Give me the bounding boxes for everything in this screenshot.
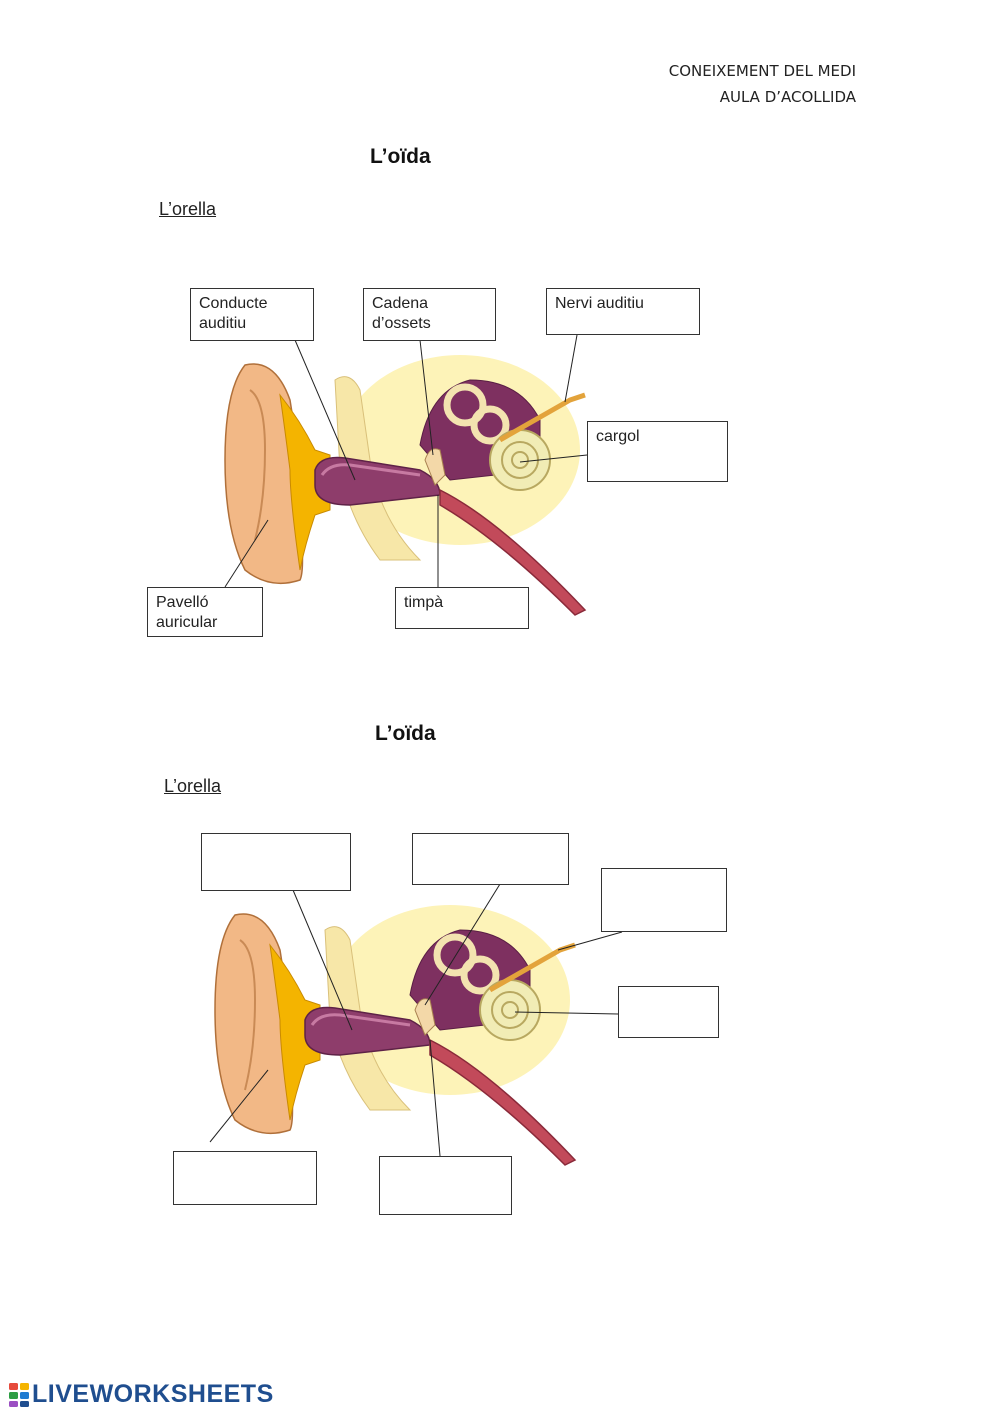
label-cargol-text: cargol	[596, 428, 640, 445]
section-subtitle-2: L’orella	[164, 776, 222, 796]
class-title: AULA D’ACOLLIDA	[719, 88, 856, 106]
answer-box-pavello[interactable]	[173, 1151, 317, 1205]
label-nervi-text: Nervi auditiu	[555, 295, 644, 312]
label-cadena-line1: Cadena	[372, 295, 429, 312]
answer-box-cadena[interactable]	[412, 833, 569, 885]
subject-title: CONEIXEMENT DEL MEDI	[668, 62, 856, 80]
label-conducte-line2: auditiu	[199, 315, 247, 332]
ear-illustration-1	[224, 334, 588, 616]
label-nervi-auditiu: Nervi auditiu	[546, 288, 700, 335]
answer-box-timpa[interactable]	[379, 1156, 512, 1215]
label-cargol: cargol	[587, 421, 728, 482]
ear-illustration-2	[214, 905, 577, 1166]
label-cadena-line2: d’ossets	[372, 315, 431, 332]
answer-box-cargol[interactable]	[618, 986, 719, 1038]
label-pavello-line2: auricular	[156, 614, 218, 631]
page-title-1: L’oïda	[370, 145, 431, 168]
section-subtitle-1: L’orella	[159, 199, 217, 219]
answer-box-conducte[interactable]	[201, 833, 351, 891]
label-conducte-line1: Conducte	[199, 295, 268, 312]
liveworksheets-logo-icon	[9, 1382, 29, 1407]
label-timpa-text: timpà	[404, 594, 444, 611]
footer-brand: LIVEWORKSHEETS	[8, 1380, 274, 1409]
label-pavello-line1: Pavelló	[156, 594, 209, 611]
label-pavello-auricular: Pavelló auricular	[147, 587, 263, 637]
label-timpa: timpà	[395, 587, 529, 629]
answer-box-nervi[interactable]	[601, 868, 727, 932]
footer-brand-text: LIVEWORKSHEETS	[32, 1380, 274, 1408]
label-conducte-auditiu: Conducte auditiu	[190, 288, 314, 341]
page-title-2: L’oïda	[375, 722, 436, 745]
label-cadena-ossets: Cadena d’ossets	[363, 288, 496, 341]
